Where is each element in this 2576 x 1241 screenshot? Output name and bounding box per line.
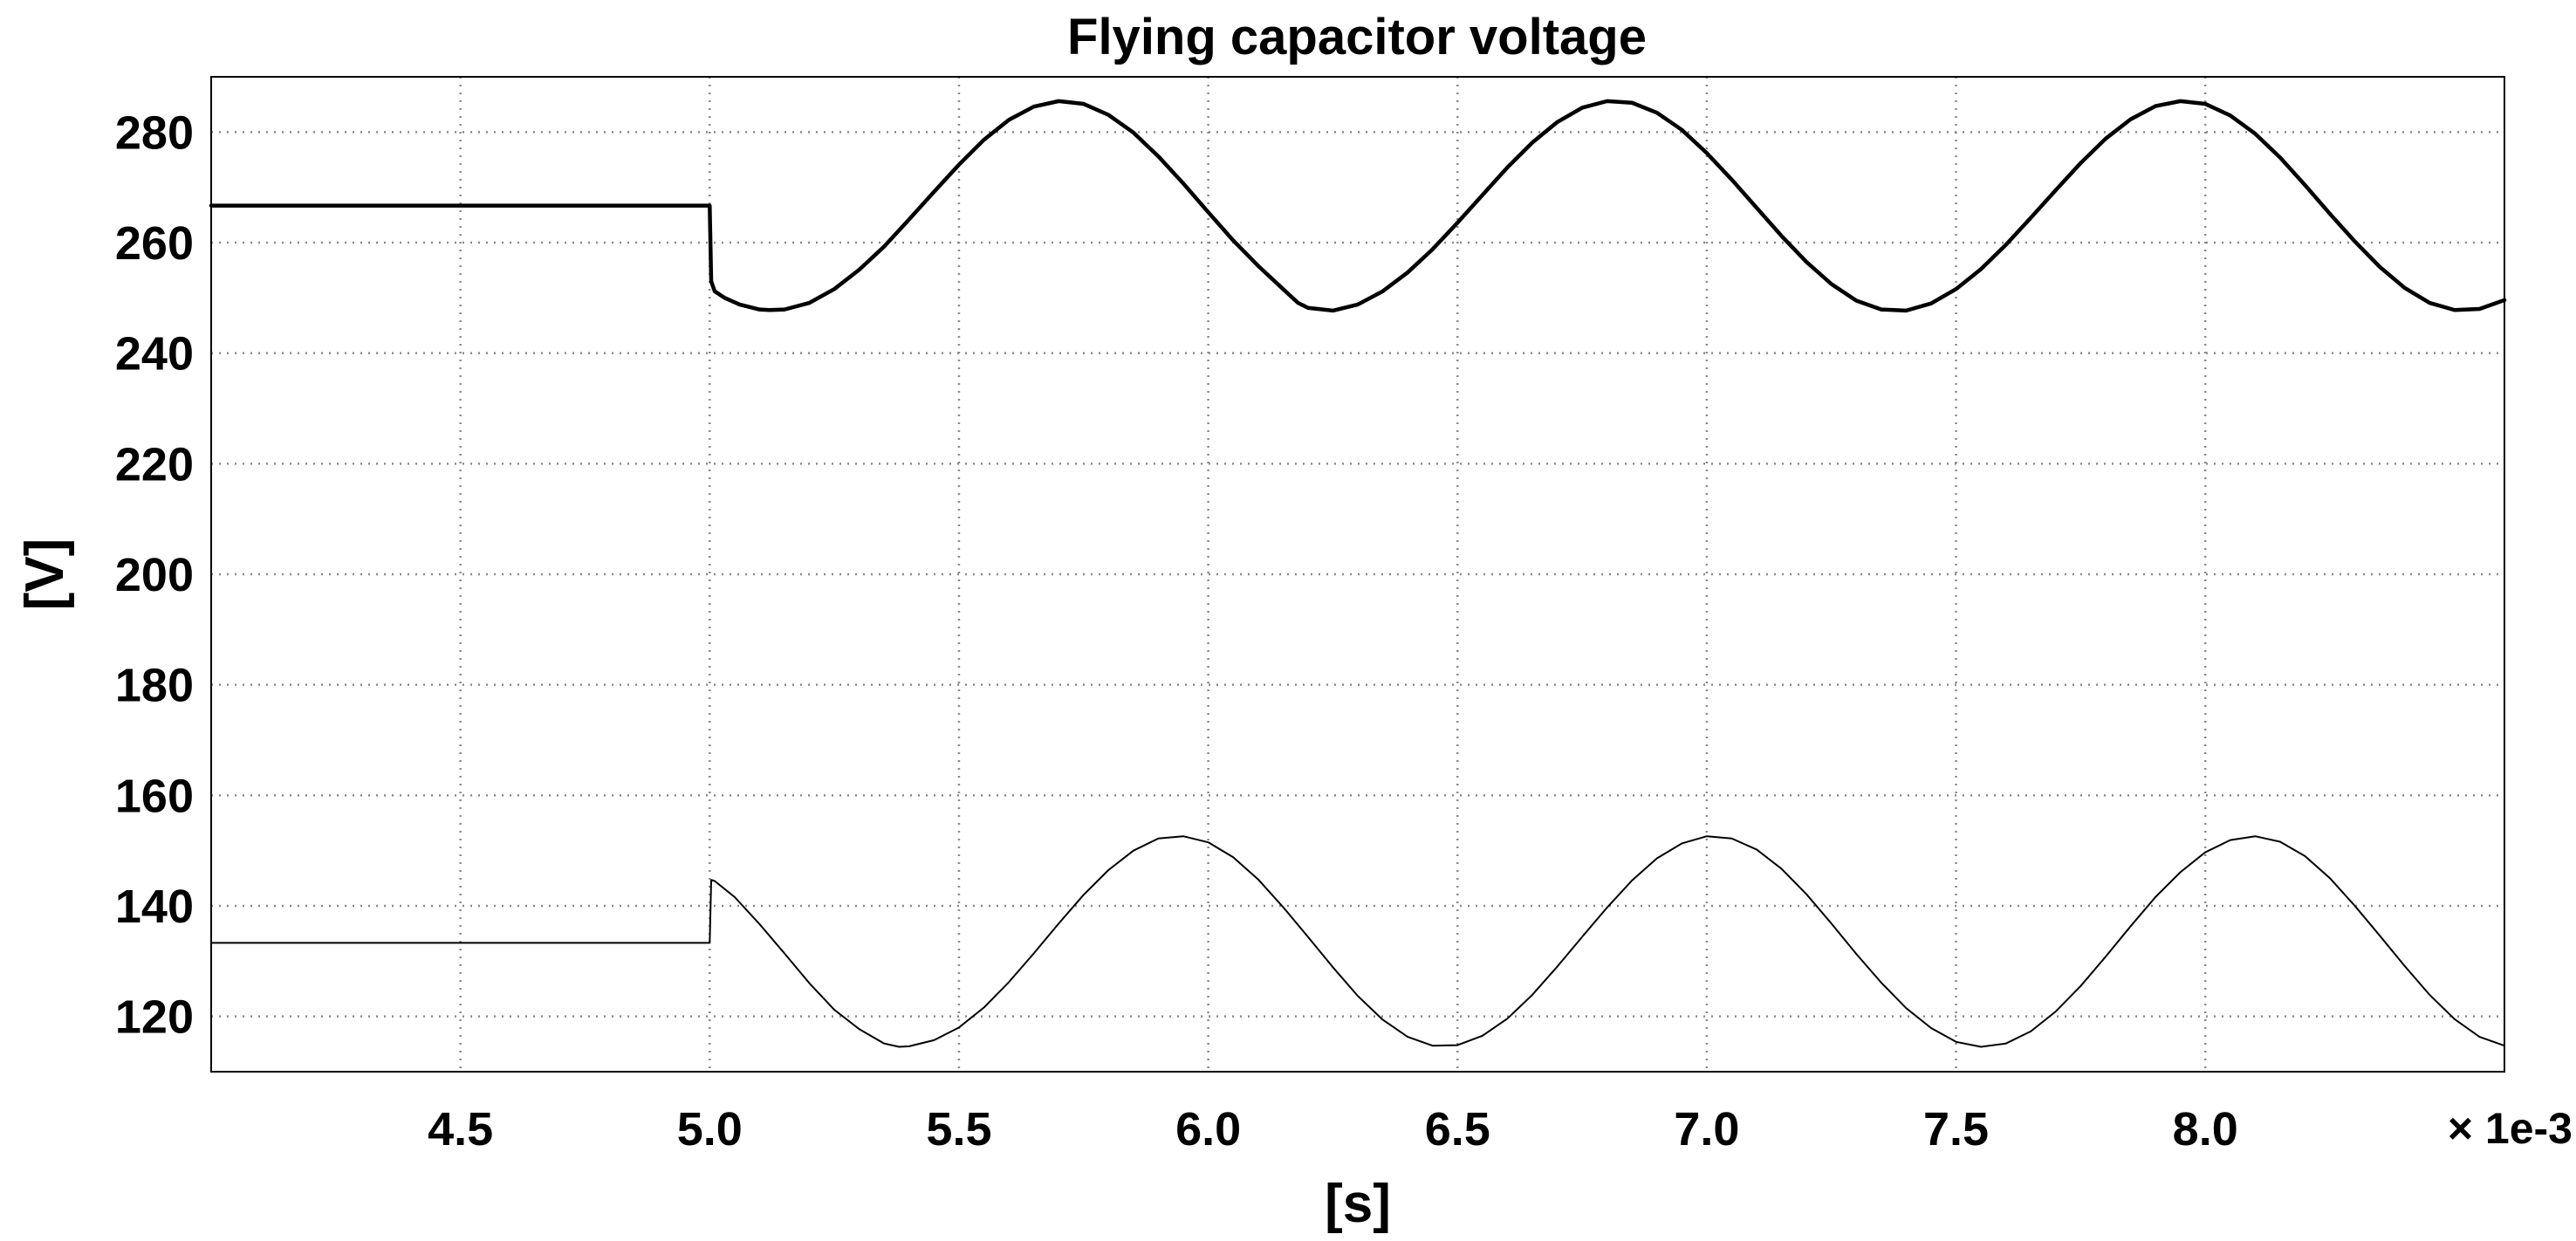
x-axis-label: [s]: [1325, 1174, 1391, 1234]
plot-area-frame: [210, 76, 2505, 1073]
y-tick-label: 280: [115, 106, 194, 159]
y-axis-ticks: 120 140 160 180 200 220 240 260 280: [115, 106, 194, 1043]
series-line-upper: [209, 99, 2507, 313]
x-tick-label: 6.0: [1175, 1103, 1241, 1155]
series-layer: [209, 99, 2507, 1048]
grid-layer: [211, 77, 2504, 1072]
x-tick-label: 5.5: [926, 1103, 991, 1155]
y-tick-label: 160: [115, 770, 194, 822]
x-tick-label: 4.5: [428, 1103, 493, 1155]
x-tick-label: 6.5: [1425, 1103, 1490, 1155]
x-axis-multiplier: × 1e-3: [2448, 1104, 2573, 1153]
y-axis-label: [V]: [15, 538, 75, 611]
x-tick-label: 8.0: [2173, 1103, 2238, 1155]
y-tick-label: 240: [115, 328, 194, 381]
series-line-lower: [210, 835, 2505, 1048]
chart-title: Flying capacitor voltage: [1067, 9, 1647, 65]
y-tick-label: 220: [115, 438, 194, 490]
y-tick-label: 200: [115, 549, 194, 601]
x-tick-label: 7.0: [1674, 1103, 1739, 1155]
y-tick-label: 180: [115, 660, 194, 712]
x-tick-label: 5.0: [677, 1103, 743, 1155]
y-tick-label: 140: [115, 881, 194, 933]
x-axis-ticks: 4.5 5.0 5.5 6.0 6.5 7.0 7.5 8.0: [428, 1103, 2238, 1155]
y-tick-label: 260: [115, 217, 194, 270]
x-tick-label: 7.5: [1923, 1103, 1989, 1155]
y-tick-label: 120: [115, 991, 194, 1044]
